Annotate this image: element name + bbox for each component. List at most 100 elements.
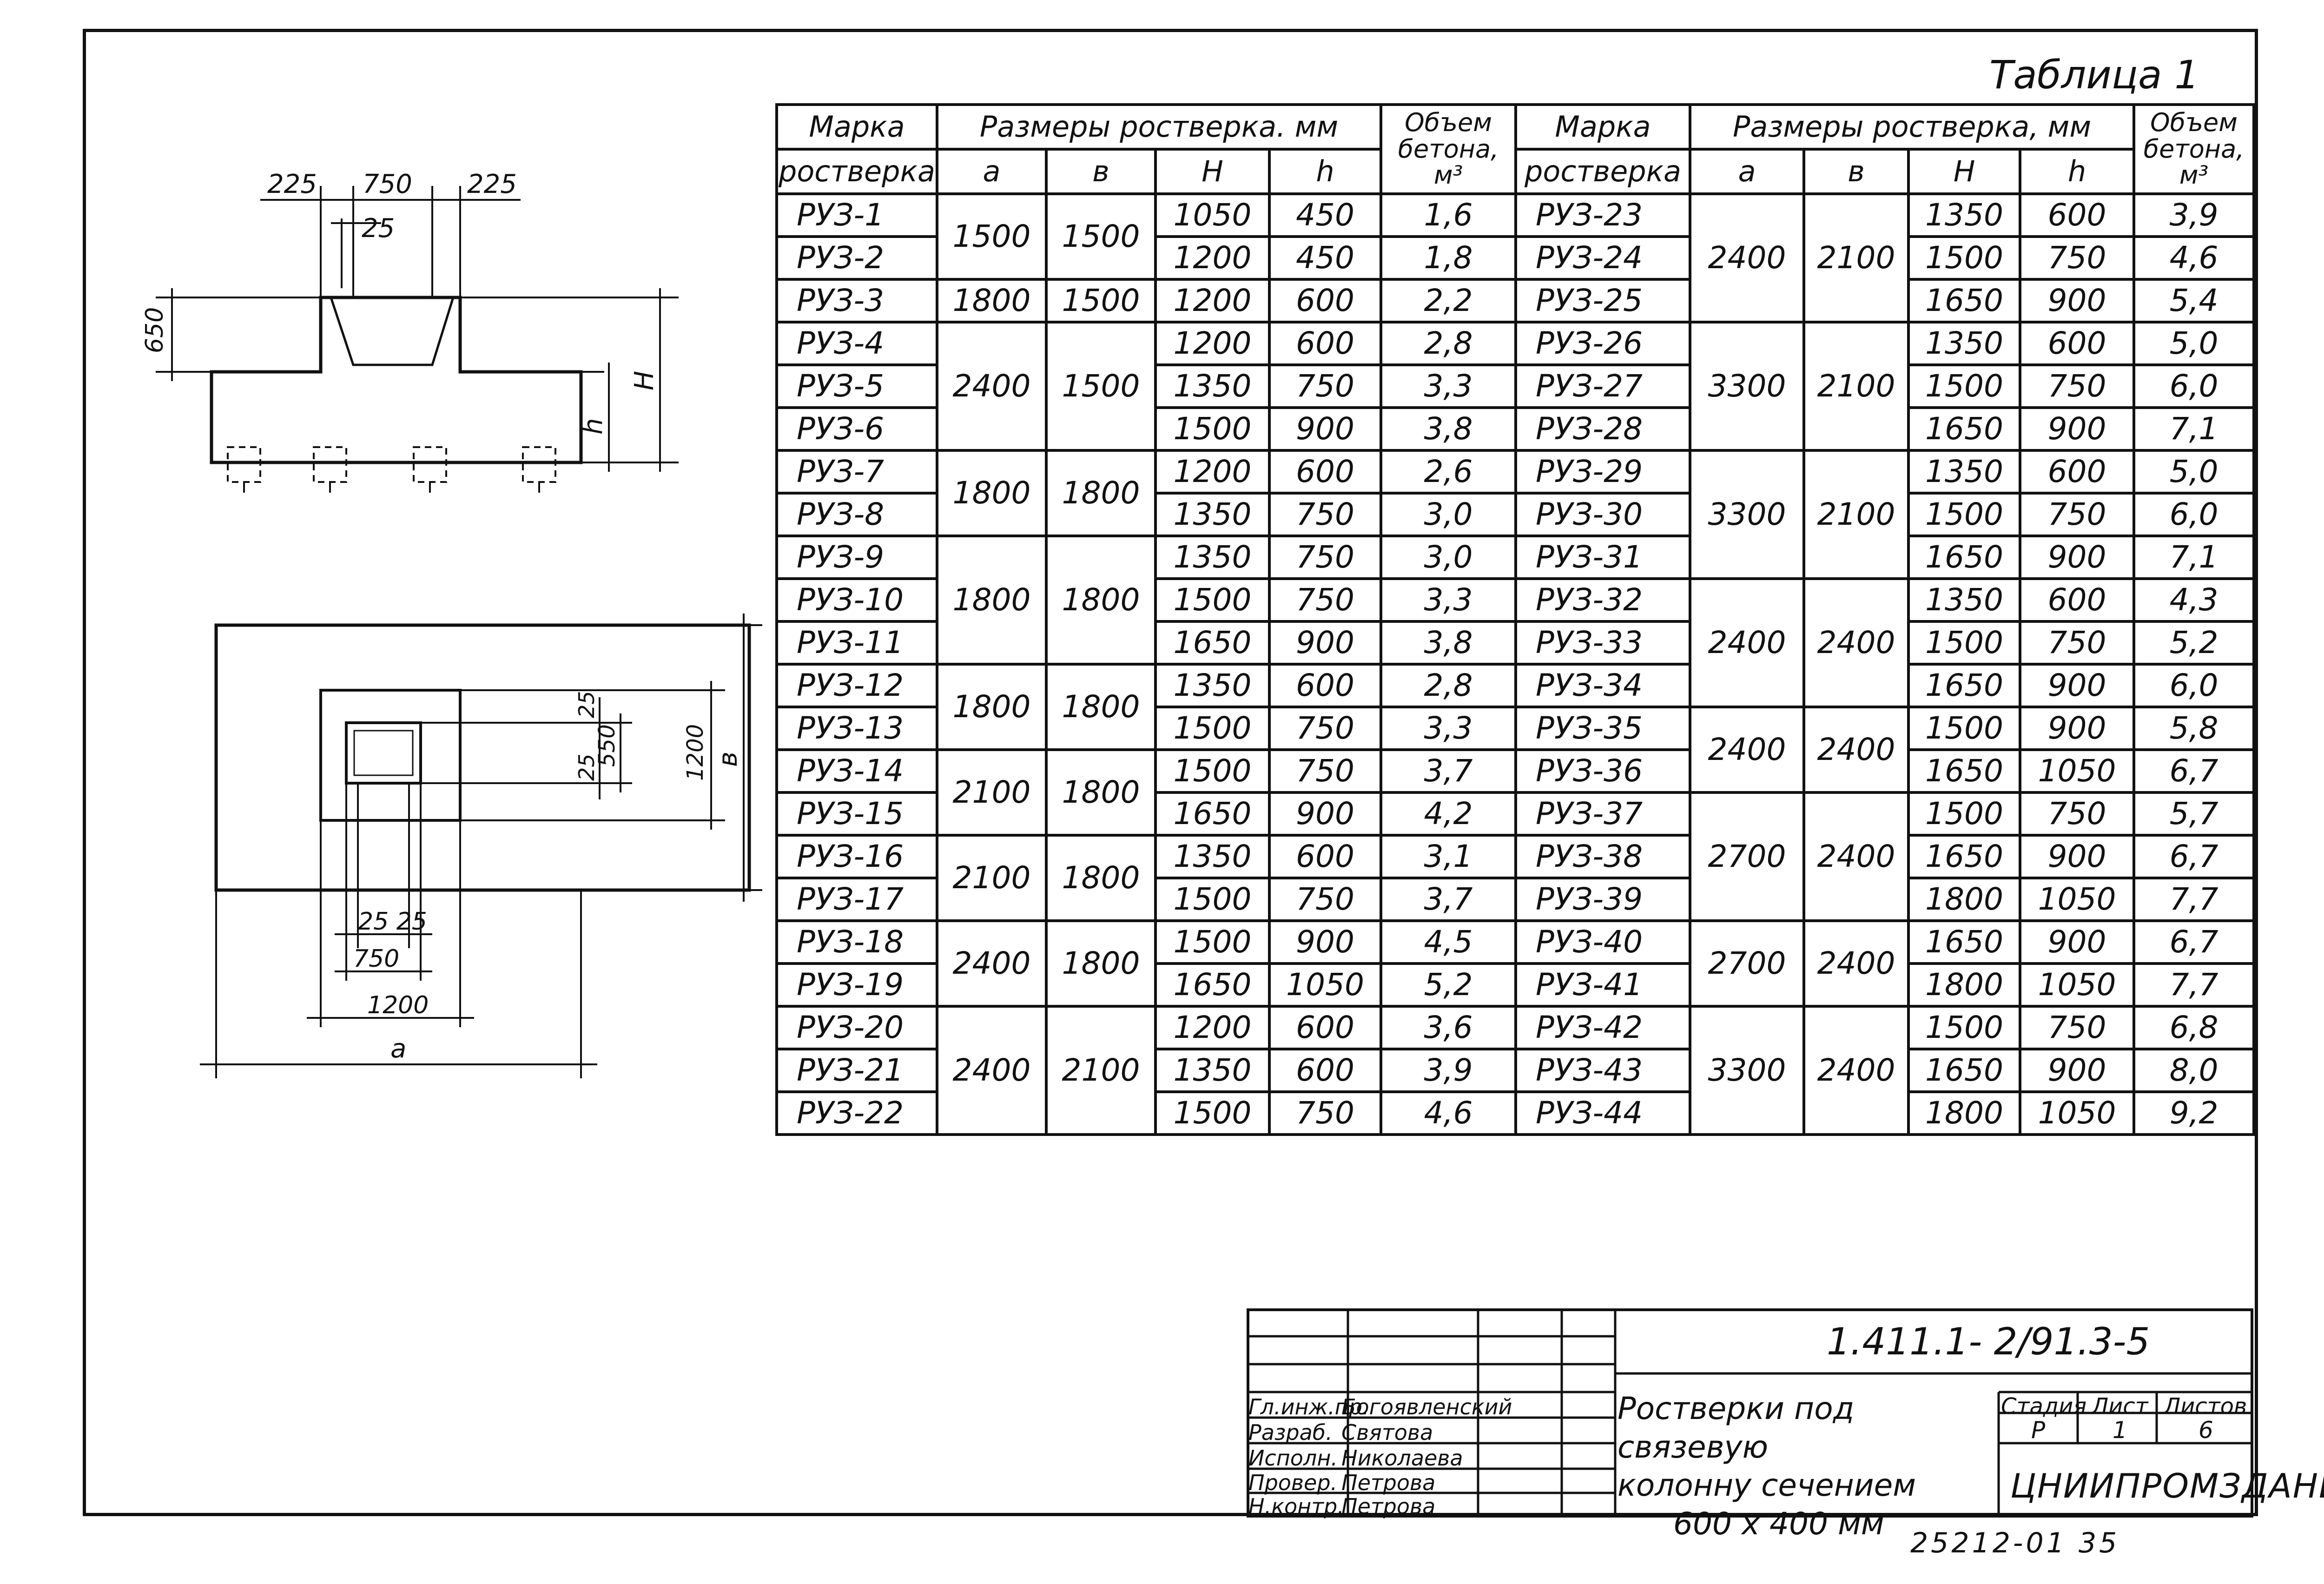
cell-mark: РУЗ-39	[1514, 877, 1692, 922]
cell-mark: РУЗ-31	[1514, 535, 1692, 580]
cell-b: 2400	[1802, 791, 1910, 922]
document-code: 1.411.1- 2/91.3-5	[1827, 1320, 2150, 1363]
plan-dim-750: 750	[353, 945, 399, 973]
header-col-b: в	[1045, 148, 1157, 195]
cell-volume: 3,8	[1380, 620, 1518, 666]
cell-mark: РУЗ-44	[1514, 1090, 1692, 1136]
cell-h: 750	[1268, 577, 1383, 623]
header-col-h-r: h	[2019, 148, 2136, 195]
cell-b: 2100	[1802, 321, 1910, 452]
cell-mark: РУЗ-4	[775, 321, 938, 366]
header-col-b-r: в	[1802, 148, 1910, 195]
cell-volume: 6,7	[2133, 748, 2256, 794]
cell-H: 1200	[1154, 235, 1271, 281]
cell-H: 1800	[1907, 877, 2022, 922]
cell-b: 2400	[1802, 577, 1910, 708]
cell-mark: РУЗ-7	[775, 449, 938, 495]
cell-volume: 4,2	[1380, 791, 1518, 837]
cell-mark: РУЗ-20	[775, 1005, 938, 1050]
cell-mark: РУЗ-38	[1514, 834, 1692, 879]
cell-mark: РУЗ-19	[775, 962, 938, 1008]
cell-volume: 3,9	[1380, 1048, 1518, 1093]
plan-dim-1200: 1200	[367, 991, 429, 1019]
title-block	[1247, 1308, 2253, 1518]
cell-mark: РУЗ-41	[1514, 962, 1692, 1008]
cell-b: 1800	[1045, 535, 1157, 666]
cell-h: 750	[1268, 363, 1383, 409]
cell-volume: 7,7	[2133, 962, 2256, 1008]
cell-mark: РУЗ-10	[775, 577, 938, 623]
cell-H: 1350	[1154, 535, 1271, 580]
dim-top-750: 750	[363, 169, 412, 199]
cell-h: 900	[2019, 535, 2136, 580]
cell-volume: 3,7	[1380, 748, 1518, 794]
cell-h: 1050	[1268, 962, 1383, 1008]
cell-volume: 1,6	[1380, 192, 1518, 238]
cell-b: 1500	[1045, 192, 1157, 281]
cell-H: 1500	[1154, 919, 1271, 965]
plan-dim-25-25: 25 25	[358, 908, 427, 936]
dim-top-225-right: 225	[467, 169, 517, 199]
cell-volume: 5,4	[2133, 278, 2256, 323]
cell-a: 2400	[1689, 577, 1806, 708]
name-5: Петрова	[1341, 1494, 1436, 1519]
cell-h: 750	[2019, 235, 2136, 281]
dim-top-225-left: 225	[267, 169, 317, 199]
cell-mark: РУЗ-2	[775, 235, 938, 281]
cell-a: 1800	[936, 449, 1048, 537]
cell-volume: 5,0	[2133, 321, 2256, 366]
cell-mark: РУЗ-16	[775, 834, 938, 879]
stage-header: Стадия	[2001, 1393, 2087, 1419]
cell-mark: РУЗ-29	[1514, 449, 1692, 495]
cell-b: 1800	[1045, 748, 1157, 837]
cell-h: 750	[1268, 492, 1383, 537]
cell-volume: 6,0	[2133, 663, 2256, 708]
cell-volume: 2,2	[1380, 278, 1518, 323]
stage-value: Р	[2031, 1417, 2046, 1444]
cell-h: 600	[1268, 1048, 1383, 1093]
cell-H: 1350	[1154, 834, 1271, 879]
cell-h: 750	[2019, 363, 2136, 409]
plan-dim-b: в	[713, 752, 743, 767]
plan-dim-550: 550	[594, 724, 620, 767]
cell-H: 1350	[1907, 192, 2022, 238]
cell-H: 1650	[1907, 663, 2022, 708]
cell-h: 750	[1268, 535, 1383, 580]
cell-h: 750	[1268, 706, 1383, 751]
cell-H: 1350	[1154, 663, 1271, 708]
cell-H: 1650	[1907, 834, 2022, 879]
cell-a: 1800	[936, 663, 1048, 751]
cell-mark: РУЗ-14	[775, 748, 938, 794]
cell-b: 2400	[1802, 706, 1910, 794]
cell-H: 1350	[1907, 577, 2022, 623]
cell-mark: РУЗ-25	[1514, 278, 1692, 323]
cell-mark: РУЗ-23	[1514, 192, 1692, 238]
cell-h: 750	[2019, 791, 2136, 837]
cell-h: 600	[1268, 321, 1383, 366]
cell-volume: 6,7	[2133, 919, 2256, 965]
cell-h: 750	[2019, 1005, 2136, 1050]
cell-volume: 3,3	[1380, 577, 1518, 623]
title-line-1: Ростверки под связевую	[1618, 1391, 1855, 1465]
cell-h: 900	[1268, 406, 1383, 452]
cell-H: 1200	[1154, 321, 1271, 366]
cell-H: 1500	[1154, 1090, 1271, 1136]
cell-a: 3300	[1689, 1005, 1806, 1136]
cell-a: 3300	[1689, 449, 1806, 580]
role-4: Провер.	[1248, 1470, 1338, 1495]
cell-H: 1650	[1907, 919, 2022, 965]
cell-volume: 1,8	[1380, 235, 1518, 281]
cell-b: 1800	[1045, 663, 1157, 751]
header-col-H: Н	[1154, 148, 1271, 195]
cell-mark: РУЗ-36	[1514, 748, 1692, 794]
cell-h: 900	[2019, 1048, 2136, 1093]
cell-h: 450	[1268, 235, 1383, 281]
